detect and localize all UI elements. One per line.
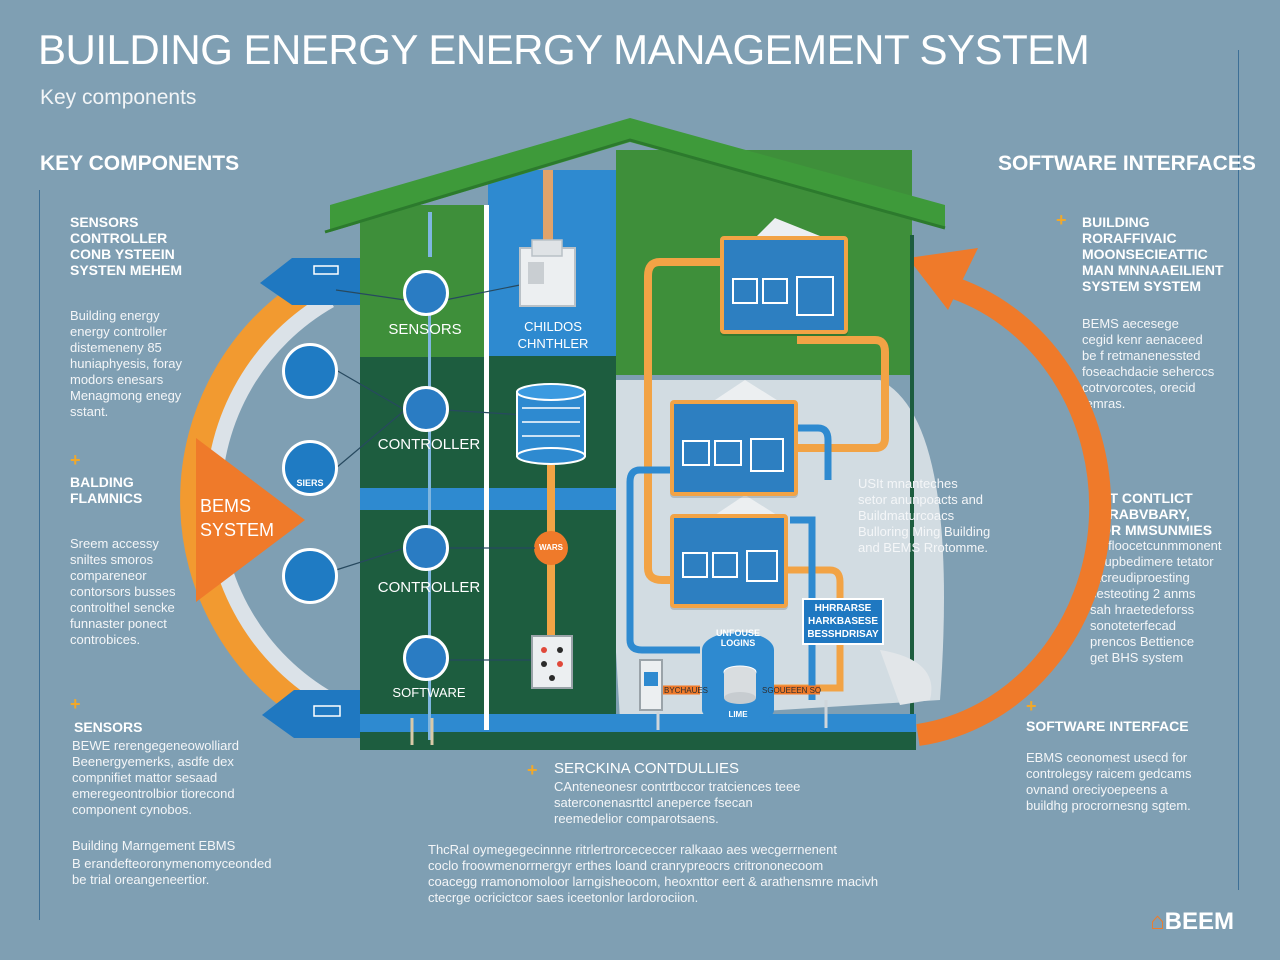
right-block2-body: od floocetcunmmonent strupbedimere tetat…	[1090, 538, 1222, 665]
bems-label: BEMS SYSTEM	[200, 496, 275, 540]
blue-pipe-2	[626, 466, 700, 654]
software-label: SOFTWARE	[392, 685, 466, 700]
left-heading: KEY COMPONENTS	[40, 152, 240, 175]
left-guide-line	[39, 190, 40, 920]
logo-house-icon: ⌂	[1150, 908, 1165, 935]
controller-label-1: CONTROLLER	[377, 436, 481, 453]
sensors-label: SENSORS	[388, 321, 462, 338]
right-block2-title: HET CONTLICT FRRABVBARY, ROR MMSUNMIES	[1090, 490, 1213, 538]
right-plus-3: +	[1026, 696, 1037, 716]
right-heading: SOFTWARE INTERFACES	[998, 152, 1256, 175]
orange-pipe-1	[644, 258, 720, 584]
left-block3-body: BEWE rerengegeneowolliard Beenergyemerks…	[72, 738, 239, 817]
center-note: USIt mnanteches setor anunpoacts and Bui…	[858, 476, 991, 555]
tag-right: SGOUEEEN SO	[762, 686, 822, 695]
left-plus-1: +	[70, 450, 81, 470]
page-subtitle: Key components	[40, 86, 197, 109]
left-orange-arc	[180, 284, 308, 716]
database-cylinder	[702, 632, 774, 724]
junction-label: WARS	[539, 543, 563, 552]
right-block3-title: SOFTWARE INTERFACE	[1026, 718, 1189, 734]
left-block4-title: Building Marngement EBMS	[72, 838, 236, 853]
chiller-unit	[519, 239, 576, 307]
sensor-side-icon	[282, 440, 338, 496]
page-title: BUILDING ENERGY ENERGY MANAGEMENT SYSTEM	[38, 26, 1090, 73]
left-block1-body: Building energy energy controller distem…	[70, 308, 183, 419]
monitor-middle	[670, 400, 798, 496]
sensors-icon	[403, 270, 449, 316]
battery-side-icon	[282, 548, 338, 604]
blue-pipe-1	[796, 424, 832, 480]
left-block2-body: Sreem accessy sniltes smoros compareneor…	[70, 536, 176, 647]
left-plus-2: +	[70, 694, 81, 714]
right-plus-1: +	[1056, 210, 1067, 230]
right-guide-line	[1238, 50, 1239, 890]
left-bottom-banner	[262, 690, 360, 738]
right-block3-body: EBMS ceonomest usecd for controlegsy rai…	[1026, 750, 1192, 813]
beem-logo: ⌂BEEM	[1150, 908, 1234, 936]
orange-pipe-2	[795, 336, 889, 452]
bottom-heading-body: CAnteneonesr contrtbccor tratciences tee…	[554, 779, 801, 826]
database-label: LIME	[728, 710, 748, 719]
server-cylinder	[516, 383, 586, 465]
controller-icon-2	[403, 525, 449, 571]
left-block4-body: B erandefteoronymenomyceonded be trial o…	[72, 856, 272, 887]
database-caption: UNFOUSE LOGINS	[715, 628, 760, 648]
chiller-label: CHILDOS CHNTHLER	[517, 319, 589, 351]
controller-label-2: CONTROLLER	[377, 579, 481, 596]
right-arrow-head	[908, 248, 978, 310]
bottom-plus: +	[527, 760, 538, 780]
software-icon	[403, 635, 449, 681]
left-top-banner	[260, 258, 360, 305]
bottom-paragraph: ThcRal oymegegecinnne ritrlertrorcececce…	[428, 842, 879, 905]
logo-text: BEEM	[1164, 908, 1234, 935]
left-block1-title: SENSORS CONTROLLER CONB YSTEEIN SYSTEN M…	[70, 214, 183, 278]
orange-pipe-3	[770, 566, 844, 692]
bems-arrow	[196, 438, 305, 602]
tag-left: BYCHAUES	[664, 686, 709, 695]
monitor-lower	[670, 514, 788, 608]
left-block2-title: BALDING FLAMNICS	[70, 474, 143, 506]
right-orange-arc	[916, 274, 1112, 746]
controller-icon-1	[403, 386, 449, 432]
control-panel	[531, 635, 573, 689]
right-block1-title: BUILDING RORAFFIVAIC MOONSECIEATTIC MAN …	[1082, 214, 1224, 294]
monitor-top	[720, 236, 848, 334]
panel-side-icon	[282, 343, 338, 399]
right-block1-body: BEMS aecesege cegid kenr aenaceed be f r…	[1082, 316, 1215, 411]
hardware-box: HHRRARSE HARKBASESE BESSHDRISAY	[802, 598, 884, 645]
bottom-heading: SERCKINA CONTDULLIES	[554, 760, 740, 777]
side-icon-label: SIERS	[296, 478, 324, 488]
left-block3-title: SENSORS	[74, 719, 143, 735]
